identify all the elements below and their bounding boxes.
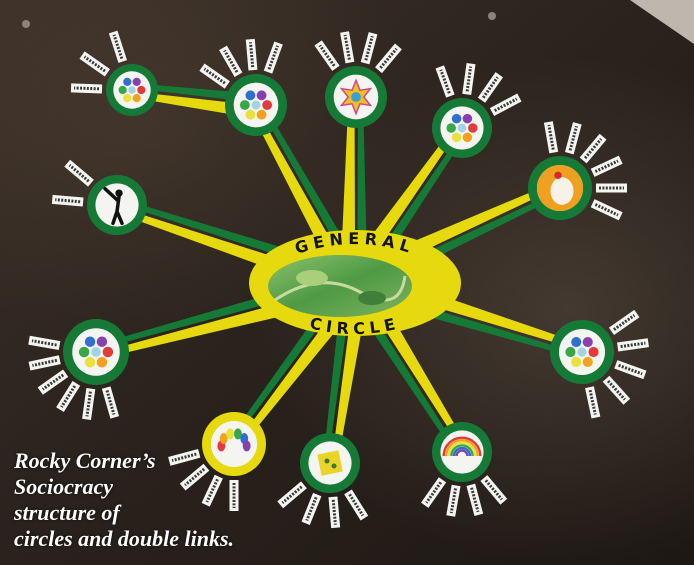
- sub-circle-8: [550, 320, 614, 384]
- sub-circle-2: [225, 74, 287, 136]
- map-patch: [296, 270, 328, 286]
- sub-circle-6: [87, 175, 147, 235]
- image-dot: [351, 92, 361, 102]
- image-dot: [85, 336, 95, 346]
- image-dot: [463, 133, 473, 143]
- image-dot: [137, 86, 145, 94]
- image-dot: [446, 123, 456, 133]
- sub-circle-1: [106, 64, 158, 116]
- image-hand: [226, 428, 234, 439]
- image-dot: [257, 90, 267, 100]
- image-dot: [262, 100, 272, 110]
- image-dot: [452, 114, 462, 124]
- image-dot: [97, 357, 107, 367]
- image-hen-body: [550, 177, 573, 205]
- image-hen-comb: [554, 172, 561, 179]
- image-dot: [571, 337, 581, 347]
- sub-circle-7: [63, 319, 129, 385]
- image-dot: [565, 347, 575, 357]
- sub-circle-3: [325, 66, 387, 128]
- image-dot: [452, 133, 462, 143]
- general-circle-map-image: [268, 255, 412, 317]
- caption-line: Sociocracy: [14, 474, 234, 500]
- image-square: [317, 450, 343, 476]
- image-dot: [583, 337, 593, 347]
- image-dot: [463, 114, 473, 124]
- image-dot: [119, 86, 127, 94]
- sub-circle-4: [432, 98, 492, 158]
- image-dot: [571, 357, 581, 367]
- board-screw: [22, 20, 30, 28]
- image-dot: [103, 347, 113, 357]
- image-dot: [583, 357, 593, 367]
- circle-image: [317, 450, 343, 476]
- image-dot: [91, 347, 101, 357]
- sub-circle-11: [432, 422, 492, 482]
- map-patch: [358, 291, 386, 305]
- image-dot: [246, 90, 256, 100]
- image-dot: [577, 347, 586, 356]
- image-dot: [133, 94, 141, 102]
- circle-image: [537, 165, 583, 211]
- image-dot: [468, 123, 478, 133]
- image-dot: [128, 86, 135, 93]
- photo-caption: Rocky Corner’s Sociocracy structure of c…: [14, 448, 234, 552]
- caption-line: structure of: [14, 500, 234, 526]
- image-dot: [257, 110, 267, 120]
- image-dot: [79, 347, 89, 357]
- image-dot: [123, 78, 131, 86]
- image-dot: [458, 124, 467, 133]
- board-screw: [488, 12, 496, 20]
- image-dot: [588, 347, 598, 357]
- image-dot: [85, 357, 95, 367]
- image-dot: [246, 110, 256, 120]
- sub-circle-5: [528, 156, 592, 220]
- image-dot: [97, 336, 107, 346]
- role-label-strip: [71, 83, 102, 93]
- image-dot: [252, 101, 261, 110]
- image-dot: [332, 464, 337, 469]
- caption-line: Rocky Corner’s: [14, 448, 234, 474]
- caption-line: circles and double links.: [14, 526, 234, 552]
- role-label-strip: [596, 184, 627, 193]
- image-dot: [133, 78, 141, 86]
- sub-circle-10: [300, 433, 360, 493]
- image-hand: [243, 440, 251, 451]
- image-dot: [240, 100, 250, 110]
- image-dot: [325, 459, 330, 464]
- image-dot: [123, 94, 131, 102]
